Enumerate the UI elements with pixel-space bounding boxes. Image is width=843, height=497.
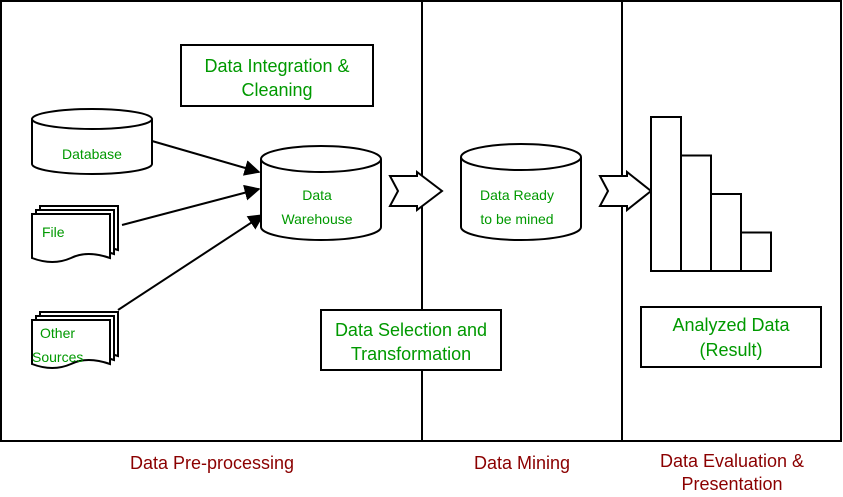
result-bar-2: [680, 154, 712, 272]
analyzed-data-box: Analyzed Data (Result): [640, 306, 822, 368]
analyzed-label-line2: (Result): [699, 340, 762, 360]
other-sources-label-line2: Sources: [32, 349, 83, 365]
section-label-evaluation-line1: Data Evaluation &: [660, 451, 804, 471]
flow-arrow-to-evaluation: [598, 169, 653, 213]
connector-file-to-warehouse: [121, 184, 261, 226]
result-bar-chart: [650, 116, 772, 272]
integration-label-line2: Cleaning: [241, 80, 312, 100]
integration-box: Data Integration & Cleaning: [180, 44, 374, 107]
analyzed-label-line1: Analyzed Data: [672, 315, 790, 335]
connector-database-to-warehouse: [151, 140, 261, 176]
warehouse-label-line2: Warehouse: [281, 211, 352, 227]
selection-label-line2: Transformation: [351, 344, 471, 364]
file-label: File: [42, 224, 65, 240]
other-sources-document-stack: Other Sources: [31, 311, 119, 369]
data-warehouse-cylinder: Data Warehouse: [260, 145, 382, 241]
section-label-mining: Data Mining: [474, 453, 570, 473]
selection-box: Data Selection and Transformation: [320, 309, 502, 371]
other-sources-label-line1: Other: [40, 325, 75, 341]
evaluation-panel: [621, 0, 842, 442]
database-label: Database: [62, 146, 122, 162]
data-ready-cylinder: Data Ready to be mined: [460, 143, 582, 241]
connector-other-to-warehouse: [117, 214, 265, 311]
section-label-evaluation-line2: Presentation: [681, 474, 782, 494]
result-bar-1: [650, 116, 682, 272]
flow-arrow-to-mining: [388, 169, 444, 213]
result-bar-3: [710, 193, 742, 272]
result-bar-4: [740, 231, 772, 272]
file-document-stack: File: [31, 205, 119, 263]
database-cylinder: Database: [31, 108, 153, 175]
ready-label-line1: Data Ready: [480, 187, 554, 203]
warehouse-label-line1: Data: [302, 187, 332, 203]
ready-label-line2: to be mined: [480, 211, 553, 227]
selection-label-line1: Data Selection and: [335, 320, 487, 340]
section-label-preprocessing: Data Pre-processing: [130, 453, 294, 473]
integration-label-line1: Data Integration &: [204, 56, 349, 76]
